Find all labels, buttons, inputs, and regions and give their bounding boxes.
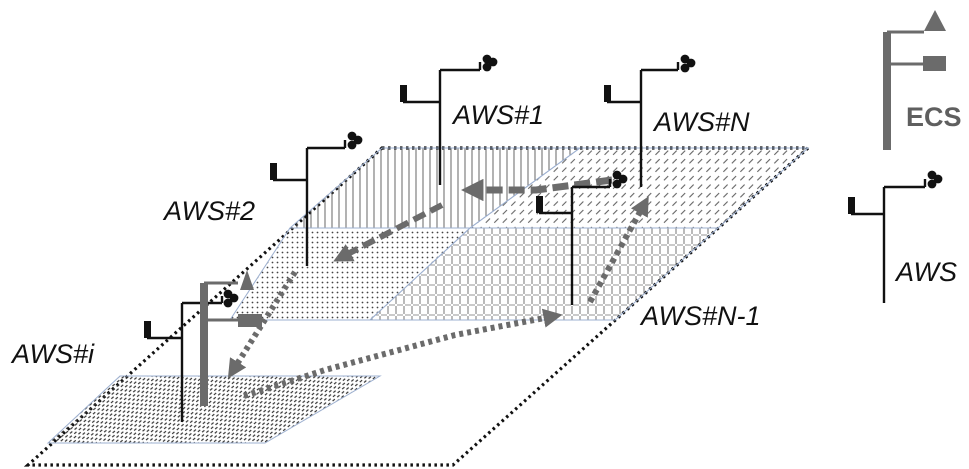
- awsi-label: AWS#i: [10, 339, 95, 369]
- data-flow-arrows: [227, 176, 649, 399]
- legend-ecs-label: ECS: [906, 102, 962, 132]
- awsN1-station-icon: [536, 170, 628, 305]
- legend-ecs-icon: [883, 10, 946, 150]
- legend-aws-label: AWS: [894, 257, 957, 287]
- arrow-awsi-to-awsN1: [243, 308, 563, 399]
- arrow-aws1-to-aws2: [333, 202, 444, 262]
- awsN-label: AWS#N: [652, 107, 750, 137]
- region-awsi-hatched: [46, 375, 382, 444]
- aws1-label: AWS#1: [451, 100, 544, 130]
- ecs-station-icon: [200, 270, 262, 406]
- arrow-awsN1-to-awsN: [587, 196, 649, 304]
- region-awsN1-grid: [368, 227, 720, 321]
- arrow-awsN-to-aws1: [461, 176, 613, 202]
- aws2-station-icon: [270, 131, 363, 266]
- awsi-station-icon: [144, 289, 239, 422]
- aws1-station-icon: [400, 54, 498, 185]
- awsN-station-icon: [604, 54, 696, 187]
- awsN1-label: AWS#N-1: [639, 301, 761, 331]
- legend-aws-icon: [848, 170, 943, 303]
- legend: ECS AWS: [848, 10, 962, 303]
- arrow-aws2-to-awsi: [227, 270, 298, 379]
- aws2-label: AWS#2: [162, 196, 255, 226]
